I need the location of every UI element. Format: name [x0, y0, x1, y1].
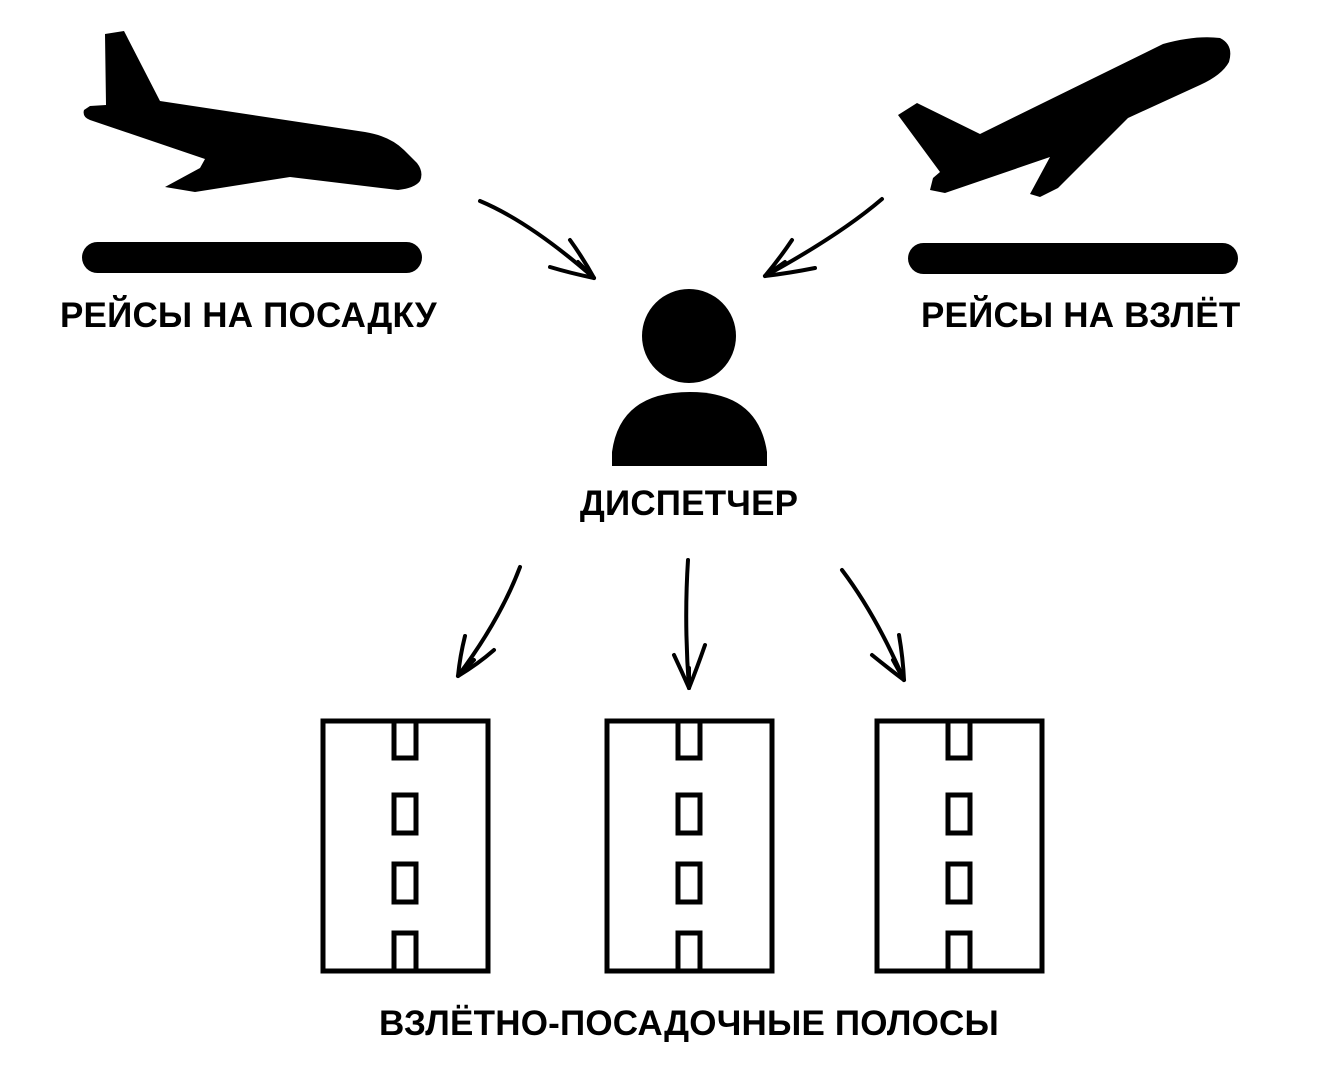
- landing-ground-line: [82, 242, 422, 273]
- runway-icon: [604, 718, 775, 974]
- takeoff-flights-label: РЕЙСЫ НА ВЗЛЁТ: [921, 296, 1241, 335]
- landing-flights-label: РЕЙСЫ НА ПОСАДКУ: [60, 296, 437, 335]
- runways: [320, 718, 1045, 974]
- controller-label: ДИСПЕТЧЕР: [579, 484, 799, 523]
- takeoff-ground-line: [908, 243, 1238, 274]
- arrow-controller-to-runway-2: [672, 558, 707, 690]
- arrow-controller-to-runway-3: [840, 568, 906, 682]
- arrow-controller-to-runway-1: [456, 565, 522, 678]
- person-icon: [612, 289, 767, 466]
- arrow-takeoff-to-controller: [763, 197, 884, 278]
- airplane-landing-icon: [82, 31, 422, 273]
- runways-label: ВЗЛЁТНО-ПОСАДОЧНЫЕ ПОЛОСЫ: [379, 1004, 999, 1043]
- runway-icon: [874, 718, 1045, 974]
- arrow-landing-to-controller: [478, 199, 596, 280]
- runway-icon: [320, 718, 491, 974]
- airplane-takeoff-icon: [898, 37, 1238, 274]
- arrows: [456, 197, 906, 690]
